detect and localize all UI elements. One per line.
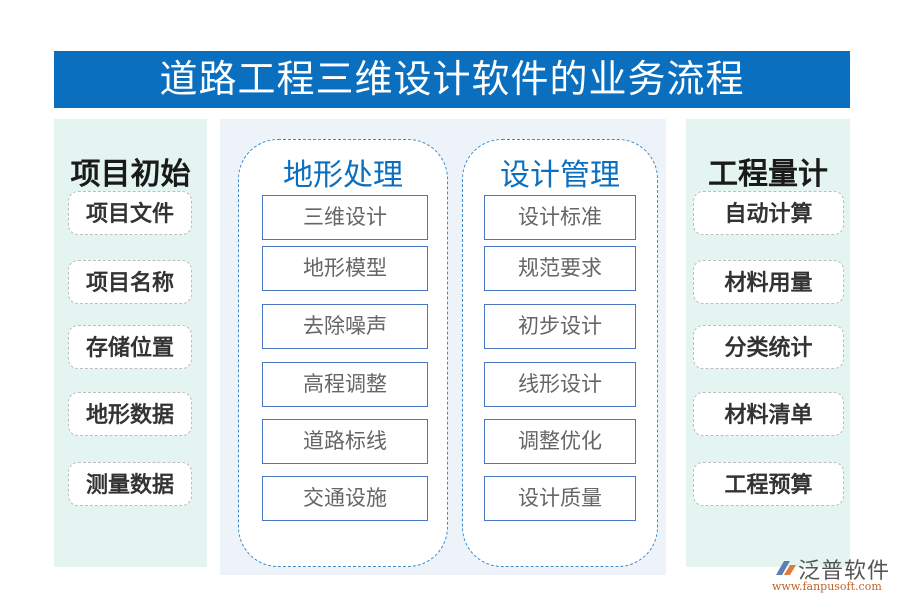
panel-title: 项目初始: [70, 157, 191, 192]
step-box: 去除噪声: [262, 304, 428, 349]
step-box: 三维设计: [262, 195, 428, 240]
step-item: 分类统计: [693, 325, 844, 369]
step-box: 设计质量: [484, 476, 636, 521]
step-item: 项目名称: [68, 260, 192, 304]
diagram-title: 道路工程三维设计软件的业务流程: [54, 51, 850, 108]
brand-logo: 泛普软件 www.fanpusoft.com: [770, 553, 895, 598]
step-item: 材料用量: [693, 260, 844, 304]
project-init-panel: 项目初始 项目文件 项目名称 存储位置 地形数据 测量数据: [54, 119, 207, 567]
step-box: 地形模型: [262, 246, 428, 291]
step-item: 自动计算: [693, 191, 844, 235]
terrain-processing-group: 地形处理 三维设计 地形模型 去除噪声 高程调整 道路标线 交通设施: [238, 139, 448, 567]
logo-name: 泛普软件: [798, 559, 891, 584]
logo-mark-icon: [776, 561, 796, 575]
step-item: 测量数据: [68, 462, 192, 506]
step-item: 工程预算: [693, 462, 844, 506]
step-item: 地形数据: [68, 392, 192, 436]
step-box: 交通设施: [262, 476, 428, 521]
step-box: 道路标线: [262, 419, 428, 464]
center-panel: 地形处理 三维设计 地形模型 去除噪声 高程调整 道路标线 交通设施 设计管理 …: [220, 119, 666, 575]
step-item: 项目文件: [68, 191, 192, 235]
step-box: 线形设计: [484, 362, 636, 407]
step-box: 调整优化: [484, 419, 636, 464]
quantity-panel: 工程量计 自动计算 材料用量 分类统计 材料清单 工程预算: [686, 119, 850, 567]
design-management-group: 设计管理 设计标准 规范要求 初步设计 线形设计 调整优化 设计质量: [462, 139, 658, 567]
group-title: 地形处理: [283, 158, 403, 193]
step-item: 材料清单: [693, 392, 844, 436]
step-box: 初步设计: [484, 304, 636, 349]
step-box: 设计标准: [484, 195, 636, 240]
logo-url: www.fanpusoft.com: [772, 580, 882, 593]
group-title: 设计管理: [500, 158, 620, 193]
step-box: 高程调整: [262, 362, 428, 407]
step-box: 规范要求: [484, 246, 636, 291]
panel-title: 工程量计: [708, 157, 828, 192]
step-item: 存储位置: [68, 325, 192, 369]
